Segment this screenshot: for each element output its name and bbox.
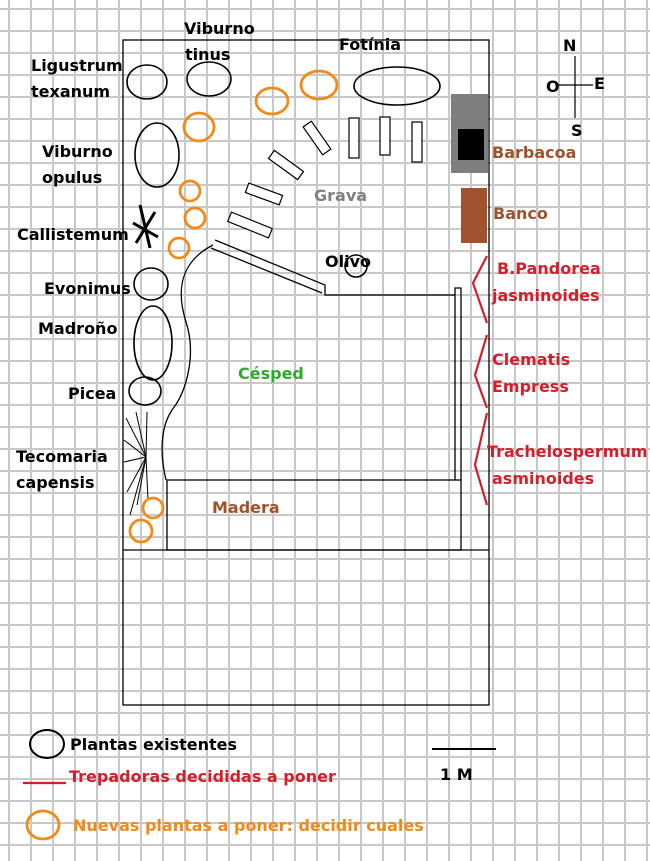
label-evonimus: Evonimus [44, 279, 131, 298]
climber-clematis-symbol [473, 334, 489, 409]
stepping-stone [226, 211, 274, 239]
label-clematis-line1: Clematis [492, 350, 570, 369]
label-grava: Grava [314, 186, 367, 205]
label-cesped: Césped [238, 364, 304, 383]
legend-climbers-label: Trepadoras decididas a poner [69, 767, 336, 786]
new-plant [183, 206, 207, 230]
compass-east: E [594, 74, 605, 93]
stepping-stone [244, 182, 284, 206]
label-madrono: Madroño [38, 319, 117, 338]
lawn-edge-left [161, 244, 214, 481]
compass-west: O [546, 77, 560, 96]
label-picea: Picea [68, 384, 116, 403]
plant-picea [128, 376, 162, 406]
stepping-stone [348, 117, 360, 159]
new-plant [167, 236, 191, 260]
label-barbacoa: Barbacoa [492, 143, 576, 162]
plant-ligustrum [126, 64, 168, 100]
plant-fotinia [353, 66, 441, 106]
label-ligustrum-line2: texanum [31, 82, 110, 101]
callistemum-symbol [132, 204, 159, 249]
label-trachelospermum-line1: Trachelospermum [487, 442, 648, 461]
label-madera: Madera [212, 498, 280, 517]
climber-symbols [471, 255, 489, 506]
stepping-stone [411, 121, 423, 163]
new-plants [128, 69, 339, 544]
legend-existing-label: Plantas existentes [70, 735, 237, 754]
label-callistemum: Callistemum [17, 225, 129, 244]
legend-new-symbol [25, 809, 61, 841]
new-plant [178, 179, 202, 203]
gravel-stepping-stones [226, 116, 423, 239]
existing-plants [126, 61, 441, 406]
label-pandorea-line2: jasminoides [491, 286, 600, 305]
plant-viburno-tinus [186, 61, 232, 97]
wood-deck [166, 479, 462, 551]
plant-olivo [344, 254, 368, 278]
label-viburno-tinus-line2: tinus [185, 45, 230, 64]
label-viburno-opulus-line2: opulus [42, 168, 102, 187]
bench [461, 188, 487, 243]
label-trachelospermum-line2: asminoides [492, 469, 594, 488]
plant-evonimus [133, 267, 169, 301]
barbecue-grill [458, 129, 484, 160]
label-pandorea-line1: B.Pandorea [497, 259, 601, 278]
plot-boundary [122, 39, 490, 706]
label-fotinia: Fotínia [339, 35, 401, 54]
tecomaria-symbol [123, 411, 149, 516]
new-plant [128, 518, 154, 544]
compass-rose: N S E O [546, 36, 605, 140]
label-ligustrum-line1: Ligustrum [31, 56, 123, 75]
new-plant [299, 69, 339, 101]
lawn-edge-right [454, 287, 462, 480]
lawn-edge-top [214, 239, 455, 296]
new-plant [254, 86, 290, 116]
plant-viburno-opulus [134, 122, 180, 188]
label-viburno-tinus-line1: Viburno [184, 19, 255, 38]
label-viburno-opulus-line1: Viburno [42, 142, 113, 161]
label-banco: Banco [493, 204, 548, 223]
label-clematis-line2: Empress [492, 377, 569, 396]
climber-trachelospermum-symbol [473, 412, 489, 506]
climber-pandorea-symbol [471, 255, 489, 324]
compass-north: N [563, 36, 576, 55]
stepping-stone [267, 149, 305, 181]
stepping-stone [302, 120, 332, 156]
stepping-stone [379, 116, 391, 156]
legend-existing-symbol [29, 729, 65, 759]
scale-label: 1 M [440, 765, 473, 784]
lawn-edge-top-inner [210, 247, 323, 294]
legend-new-label: Nuevas plantas a poner: decidir cuales [73, 816, 424, 835]
label-olivo: Olivo [325, 252, 371, 271]
label-tecomaria-line1: Tecomaria [16, 447, 108, 466]
legend: Plantas existentes Trepadoras decididas … [23, 729, 424, 841]
label-tecomaria-line2: capensis [16, 473, 95, 492]
new-plant [182, 111, 216, 143]
plant-madrono [133, 305, 173, 381]
new-plant [141, 496, 165, 520]
compass-south: S [571, 121, 583, 140]
